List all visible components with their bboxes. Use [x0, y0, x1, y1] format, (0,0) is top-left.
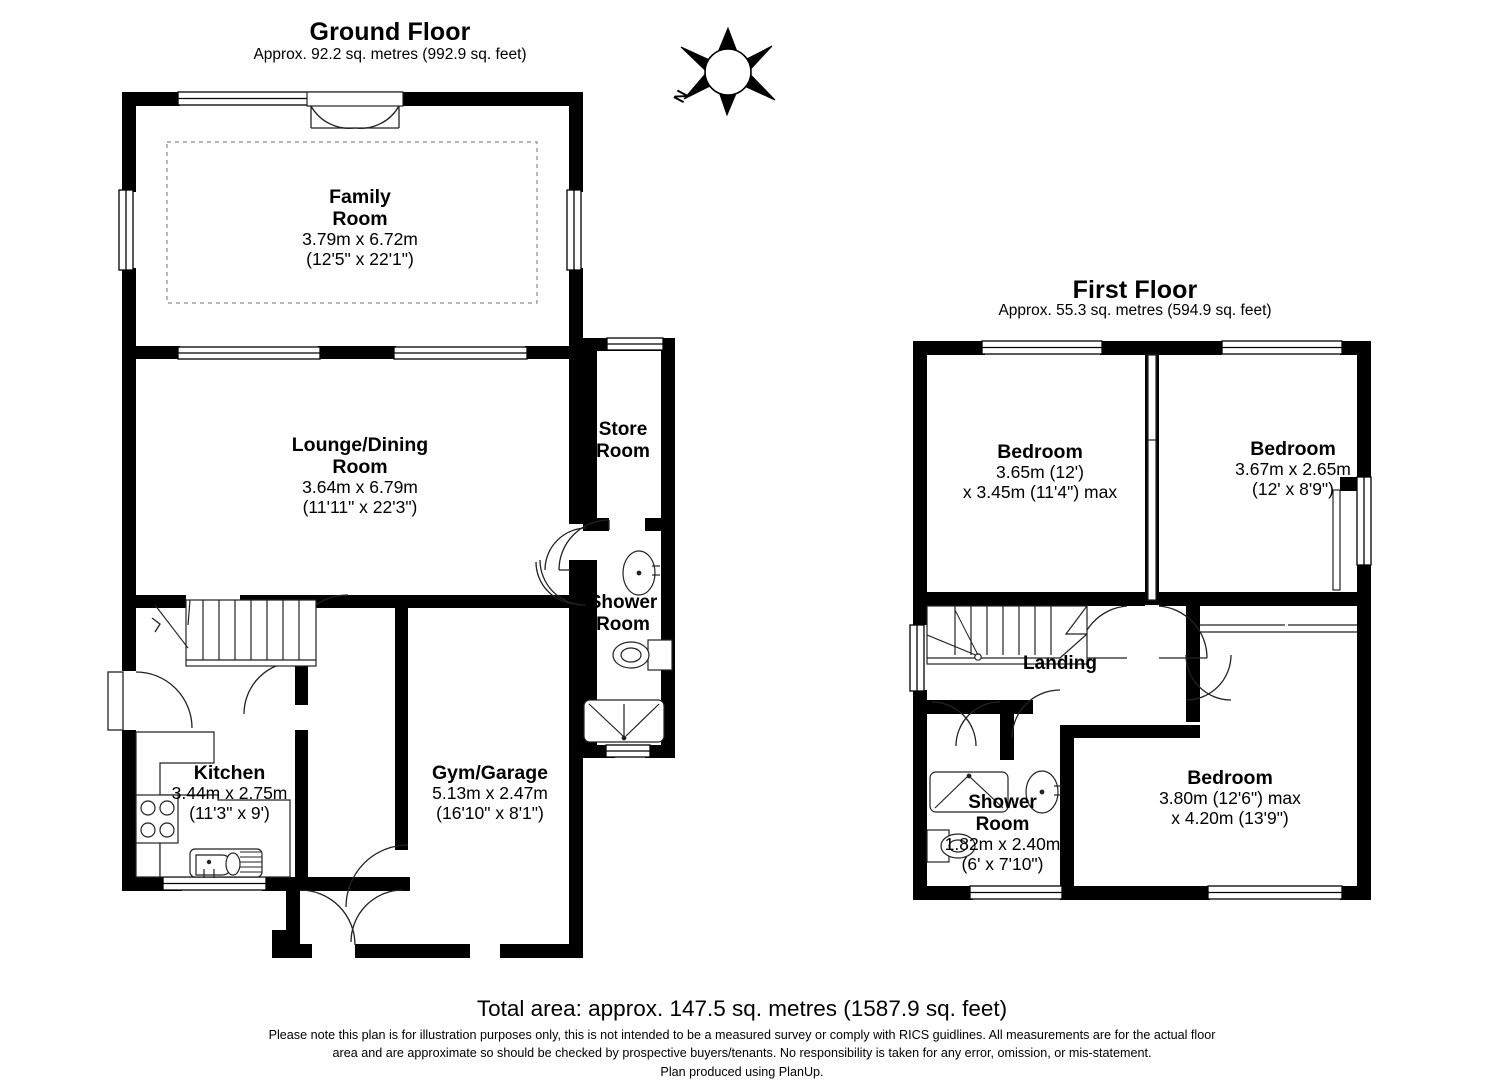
room-name-line1: Family: [329, 186, 391, 208]
room-dim-metric: 5.13m x 2.47m: [432, 783, 548, 804]
room-name-line2: Room: [596, 613, 650, 635]
first-floor-partitions: [1147, 354, 1357, 633]
room-dim-metric: 3.65m (12'): [996, 462, 1084, 483]
room-label-bedroom-1: Bedroom 3.65m (12') x 3.45m (11'4") max: [925, 441, 1155, 503]
room-name-line1: Bedroom: [997, 441, 1083, 463]
first-floor-doors: [931, 605, 1232, 747]
room-label-bedroom-2: Bedroom 3.67m x 2.65m (12' x 8'9"): [1198, 438, 1388, 500]
disclaimer-line-3: Plan produced using PlanUp.: [660, 1064, 824, 1079]
room-dim-imperial: (11'11" x 22'3"): [302, 497, 418, 518]
total-area-text: Total area: approx. 147.5 sq. metres (15…: [476, 996, 1008, 1021]
room-dim-imperial: (11'3" x 9'): [189, 803, 270, 824]
room-name-line2: Room: [596, 440, 650, 462]
first-floor-title: First Floor: [1072, 276, 1198, 304]
disclaimer-line-2: area and are approximate so should be ch…: [332, 1046, 1152, 1061]
room-dim-imperial: (12'5" x 22'1"): [306, 249, 414, 270]
room-name-line1: Shower: [968, 792, 1037, 813]
room-label-gym-garage: Gym/Garage 5.13m x 2.47m (16'10" x 8'1"): [405, 762, 575, 824]
first-shower-fittings: [926, 770, 1062, 863]
room-name-line1: Lounge/Dining: [291, 434, 429, 456]
room-dim-metric: 1.82m x 2.40m: [944, 834, 1061, 855]
front-door: [107, 671, 124, 731]
ground-floor-stairs: [151, 599, 317, 667]
room-label-landing: Landing: [1023, 653, 1097, 674]
room-label-family-room: Family Room 3.79m x 6.72m (12'5" x 22'1"…: [250, 186, 470, 270]
room-dim-metric: 3.64m x 6.79m: [302, 477, 418, 498]
room-label-bedroom-3: Bedroom 3.80m (12'6") max x 4.20m (13'9"…: [1120, 767, 1340, 829]
room-name-line1: Bedroom: [1187, 767, 1273, 789]
room-dim-imperial: x 3.45m (11'4") max: [962, 482, 1118, 503]
room-name-line1: Shower: [588, 592, 658, 613]
room-name-line1: Kitchen: [193, 762, 266, 784]
first-floor-stairs: [926, 605, 1088, 665]
first-floor-area: Approx. 55.3 sq. metres (594.9 sq. feet): [998, 302, 1272, 319]
room-name-line2: Room: [332, 208, 388, 231]
family-room-dashed-outline: [166, 141, 538, 304]
kitchen-fittings: [135, 731, 291, 878]
first-floor-windows: [909, 340, 1372, 900]
compass-rose: [680, 26, 776, 117]
first-floor-walls: [913, 341, 1371, 900]
room-label-lounge-dining-room: Lounge/Dining Room 3.64m x 6.79m (11'11"…: [245, 434, 475, 518]
room-name-line2: Room: [332, 456, 388, 479]
room-dim-metric: 3.44m x 2.75m: [171, 783, 288, 804]
ground-floor-title: Ground Floor: [309, 18, 471, 46]
disclaimer-block: Please note this plan is for illustratio…: [142, 1026, 1342, 1081]
disclaimer-line-1: Please note this plan is for illustratio…: [268, 1028, 1216, 1042]
room-dim-imperial: x 4.20m (13'9"): [1171, 808, 1289, 829]
room-dim-metric: 3.79m x 6.72m: [302, 229, 418, 250]
room-dim-metric: 3.80m (12'6") max: [1159, 788, 1301, 809]
room-name-line1: Gym/Garage: [432, 762, 548, 784]
room-dim-imperial: (16'10" x 8'1"): [436, 803, 544, 824]
ground-floor-plan: [107, 91, 675, 958]
room-label-shower-room-first: Shower Room 1.82m x 2.40m (6' x 7'10"): [930, 792, 1075, 875]
ground-shower-fittings: [583, 550, 673, 743]
room-name-line1: Bedroom: [1250, 438, 1336, 460]
room-dim-imperial: (6' x 7'10"): [961, 854, 1044, 875]
room-label-kitchen: Kitchen 3.44m x 2.75m (11'3" x 9'): [152, 762, 307, 824]
room-label-shower-room-ground: Shower Room: [568, 592, 678, 635]
ground-floor-area: Approx. 92.2 sq. metres (992.9 sq. feet): [253, 46, 527, 63]
room-name-line1: Store: [598, 419, 648, 440]
first-floor-plan: [909, 340, 1372, 900]
room-dim-metric: 3.67m x 2.65m: [1235, 459, 1351, 480]
room-dim-imperial: (12' x 8'9"): [1252, 479, 1334, 500]
room-label-store-room: Store Room: [568, 419, 678, 462]
room-name-line2: Room: [975, 813, 1030, 835]
